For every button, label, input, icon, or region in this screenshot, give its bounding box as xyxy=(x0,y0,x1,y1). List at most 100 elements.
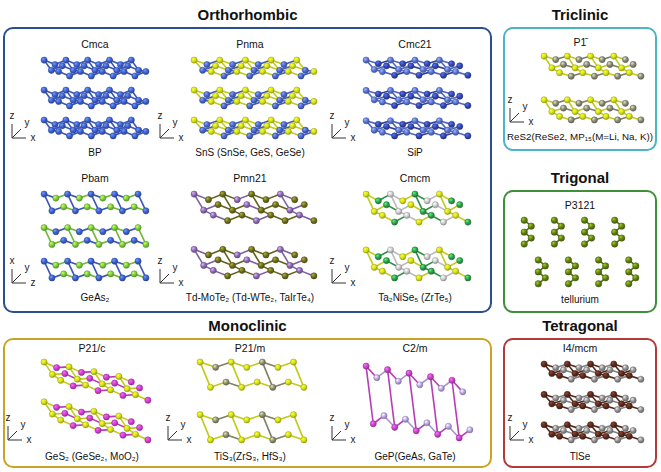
atom xyxy=(416,102,422,108)
atom xyxy=(62,410,68,416)
atom xyxy=(436,118,442,124)
atom xyxy=(275,417,281,423)
atom xyxy=(622,425,628,431)
atom xyxy=(96,91,102,97)
atom xyxy=(408,202,414,208)
atom xyxy=(395,378,401,384)
atom xyxy=(296,267,302,273)
axis-arrow xyxy=(12,274,21,283)
atom xyxy=(289,63,295,69)
atom xyxy=(599,365,605,371)
crystal-system-panel: Monoclinic xyxy=(3,338,492,468)
atom xyxy=(383,123,389,129)
atom xyxy=(535,281,541,287)
atom xyxy=(228,359,234,365)
atom-bond xyxy=(200,415,210,440)
atom xyxy=(595,401,601,407)
atom xyxy=(212,93,218,99)
atom xyxy=(95,427,101,433)
panel-heading-wrap: Monoclinic xyxy=(5,317,490,335)
atom xyxy=(638,117,644,123)
atom xyxy=(564,53,570,59)
axis-arrow xyxy=(332,129,341,138)
atom xyxy=(52,91,58,97)
atom xyxy=(239,384,245,390)
atom xyxy=(254,432,260,438)
atom xyxy=(88,258,94,264)
atom xyxy=(630,61,636,67)
atom xyxy=(41,117,47,123)
atom xyxy=(375,121,381,127)
atom xyxy=(264,63,270,69)
atom xyxy=(191,191,197,197)
atom xyxy=(588,223,594,229)
atom xyxy=(626,433,632,439)
atom xyxy=(225,127,231,133)
atom xyxy=(217,87,223,93)
atom xyxy=(111,258,117,264)
atom xyxy=(247,73,253,79)
axis-letter: y xyxy=(173,262,178,274)
atom xyxy=(74,376,80,382)
atom xyxy=(587,97,593,103)
space-group: Cmca xyxy=(81,38,108,51)
axis-letter: y xyxy=(345,262,350,274)
atom xyxy=(420,66,426,72)
atom xyxy=(412,191,418,197)
atom xyxy=(542,263,548,269)
atom xyxy=(270,437,276,443)
atom xyxy=(74,416,80,422)
atom xyxy=(131,237,137,243)
atom xyxy=(223,432,229,438)
panel-heading: Orthorhombic xyxy=(198,6,298,23)
atom xyxy=(302,127,308,133)
atom xyxy=(392,219,398,225)
atom xyxy=(374,375,380,381)
atom xyxy=(371,264,377,270)
atom xyxy=(440,102,446,108)
atom xyxy=(420,97,426,103)
atom xyxy=(292,197,298,203)
atom xyxy=(96,275,102,281)
axis-letter: x xyxy=(27,434,32,446)
atom xyxy=(208,98,214,104)
atom xyxy=(396,97,402,103)
material-name: SiP xyxy=(407,147,423,159)
atom xyxy=(77,98,83,104)
atom xyxy=(404,212,410,218)
atom xyxy=(41,399,47,405)
atom xyxy=(234,252,240,258)
axis-letter: y xyxy=(21,419,26,431)
material-name: tellurium xyxy=(561,294,599,306)
atom xyxy=(384,367,390,373)
atom xyxy=(116,373,122,379)
atom xyxy=(436,191,442,197)
atom xyxy=(630,367,636,373)
atom xyxy=(392,133,398,139)
atom xyxy=(131,204,137,210)
atom-bond xyxy=(431,377,438,435)
atom xyxy=(406,370,412,376)
atom xyxy=(602,263,608,269)
axis-letter: z xyxy=(166,412,171,424)
atom xyxy=(427,374,433,380)
atom xyxy=(285,379,291,385)
atom xyxy=(132,392,138,398)
atom xyxy=(244,364,250,370)
atom xyxy=(528,235,534,241)
atom xyxy=(622,100,628,106)
atom xyxy=(208,68,214,74)
atom xyxy=(396,66,402,72)
atom xyxy=(535,257,541,263)
atom xyxy=(400,121,406,127)
atom xyxy=(580,70,586,76)
axis-letter: x xyxy=(10,255,15,267)
atom xyxy=(564,422,570,428)
atom xyxy=(53,404,59,410)
atom xyxy=(221,73,227,79)
atom xyxy=(560,61,566,67)
atom xyxy=(638,406,644,412)
atom xyxy=(581,241,587,247)
atom xyxy=(285,128,291,134)
atom xyxy=(249,191,255,197)
